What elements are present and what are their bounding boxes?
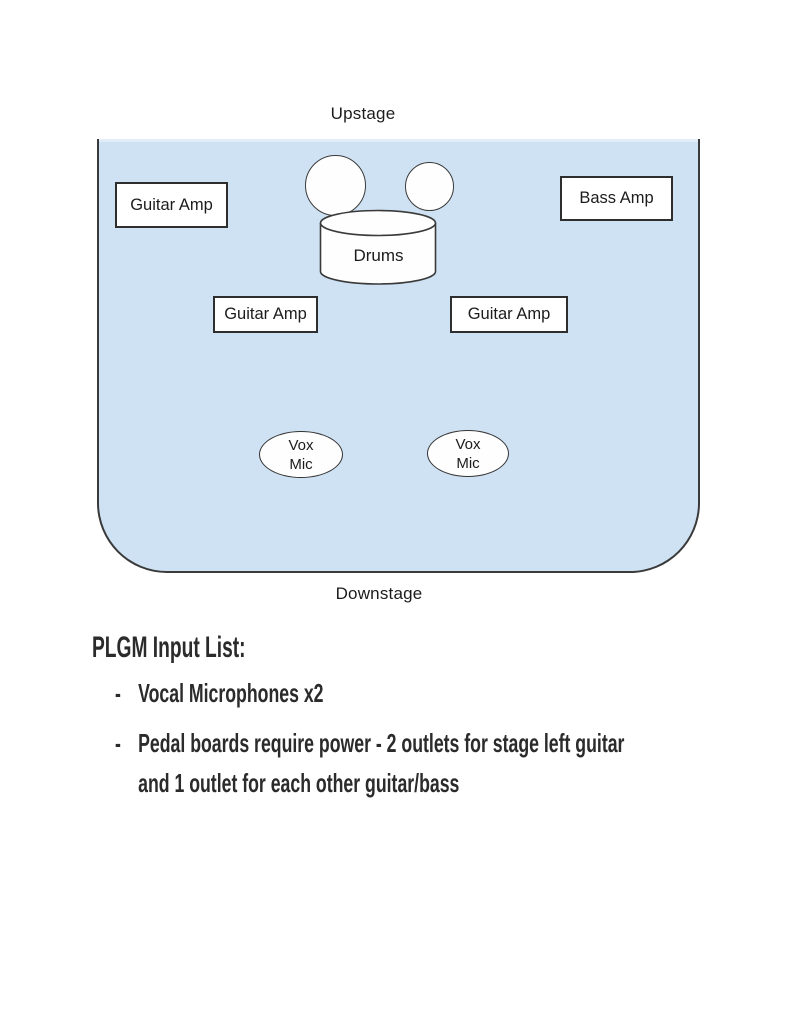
guitar-amp-mid-left-box: Guitar Amp (213, 296, 318, 333)
bullet-dash: - (115, 728, 121, 758)
guitar-amp-mid-right-box: Guitar Amp (450, 296, 568, 333)
cymbal-circle-small (405, 162, 454, 211)
guitar-amp-label: Guitar Amp (130, 195, 213, 214)
bass-amp-label: Bass Amp (579, 189, 654, 207)
input-list: - Vocal Microphones x2 - Pedal boards re… (115, 673, 727, 813)
drums-cylinder-top (319, 209, 437, 237)
input-list-heading: PLGM Input List: (92, 630, 332, 666)
bass-amp-box: Bass Amp (560, 176, 673, 221)
upstage-label: Upstage (330, 104, 396, 123)
list-item-text: Vocal Microphones x2 (138, 678, 324, 708)
vox-mic-left-ellipse: Vox Mic (259, 431, 343, 478)
list-item-text: Pedal boards require power - 2 outlets f… (138, 728, 625, 798)
drums-label: Drums (353, 246, 403, 265)
guitar-amp-label: Guitar Amp (224, 305, 307, 323)
drums-cylinder: Drums (319, 209, 437, 285)
input-list-heading-text: PLGM Input List: (92, 631, 246, 664)
drums-cylinder-body (319, 223, 437, 285)
guitar-amp-label: Guitar Amp (467, 305, 551, 323)
vox-mic-right-ellipse: Vox Mic (427, 430, 509, 477)
list-item: - Vocal Microphones x2 (115, 673, 727, 713)
downstage-label: Downstage (335, 584, 423, 603)
guitar-amp-stage-left-box: Guitar Amp (115, 182, 228, 228)
cymbal-circle-large (305, 155, 366, 216)
list-item: - Pedal boards require power - 2 outlets… (115, 723, 727, 803)
bullet-dash: - (115, 678, 121, 708)
